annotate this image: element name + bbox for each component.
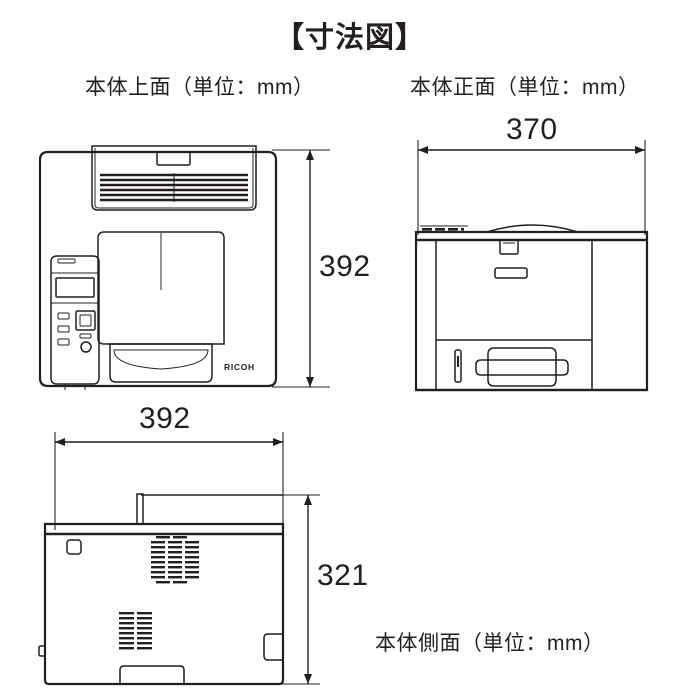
- side-view-drawing: [38, 432, 320, 686]
- front-control-panel-edge: [420, 225, 468, 231]
- side-main-vent-grid: [151, 536, 199, 584]
- side-body-outline: [43, 532, 285, 686]
- top-vent-housing: [91, 145, 257, 211]
- page-title: 【寸法図】: [274, 22, 425, 54]
- top-vent-slats: [100, 173, 248, 202]
- caption-front-view: 本体正面（単位：mm）: [410, 76, 640, 99]
- side-base-recess: [119, 665, 185, 685]
- front-cover-slot: [494, 267, 528, 279]
- panel-button-1: [57, 312, 70, 320]
- front-top-cap: [414, 230, 649, 242]
- side-top-cover-lip: [43, 522, 285, 536]
- control-panel-slot: [57, 258, 76, 264]
- panel-square-button-inner: [79, 314, 92, 327]
- panel-round-button: [80, 341, 92, 353]
- side-port-square: [66, 539, 82, 555]
- front-tray-grip-body: [487, 347, 557, 387]
- panel-button-3: [57, 338, 70, 346]
- dimension-label-height-side: 321: [317, 559, 369, 592]
- front-top-cover-arc: [486, 224, 579, 233]
- front-upper-handle-tab: [499, 239, 519, 255]
- top-control-panel: [50, 255, 100, 390]
- dimension-370-front: [417, 140, 646, 235]
- dimension-label-depth-side: 392: [139, 402, 191, 435]
- front-paper-level-indicator: [454, 349, 462, 383]
- front-view-drawing: [414, 140, 649, 392]
- top-front-tray-curve: [113, 349, 209, 370]
- dimension-392-side: [54, 432, 284, 530]
- lcd-display: [55, 277, 95, 298]
- top-body-outline: [38, 150, 278, 388]
- dimension-label-depth-top: 392: [319, 250, 371, 283]
- brand-logo-top: RICOH: [224, 362, 255, 372]
- panel-button-2: [57, 325, 70, 333]
- side-lower-vent-grid: [119, 612, 152, 650]
- top-latch-rectangle: [156, 151, 191, 166]
- front-body-outline: [414, 238, 649, 392]
- top-vent-housing-inner: [94, 148, 254, 209]
- top-view-drawing: RICOH: [38, 145, 330, 390]
- panel-button-4: [79, 333, 92, 339]
- panel-square-button-outer: [75, 310, 96, 331]
- side-paper-stopper-post: [136, 493, 144, 525]
- top-output-tray: [97, 231, 225, 345]
- dimension-label-width-front: 370: [506, 113, 558, 146]
- front-tray-grip-bar: [475, 359, 569, 376]
- caption-top-view: 本体上面（単位：mm）: [85, 76, 315, 99]
- top-front-tray-extension: [109, 343, 213, 383]
- side-left-tab: [38, 645, 46, 657]
- caption-side-view: 本体側面（単位：mm）: [375, 632, 605, 655]
- dimension-321-side: [280, 494, 320, 685]
- side-rear-notch: [263, 633, 284, 661]
- control-panel-outline: [50, 255, 100, 385]
